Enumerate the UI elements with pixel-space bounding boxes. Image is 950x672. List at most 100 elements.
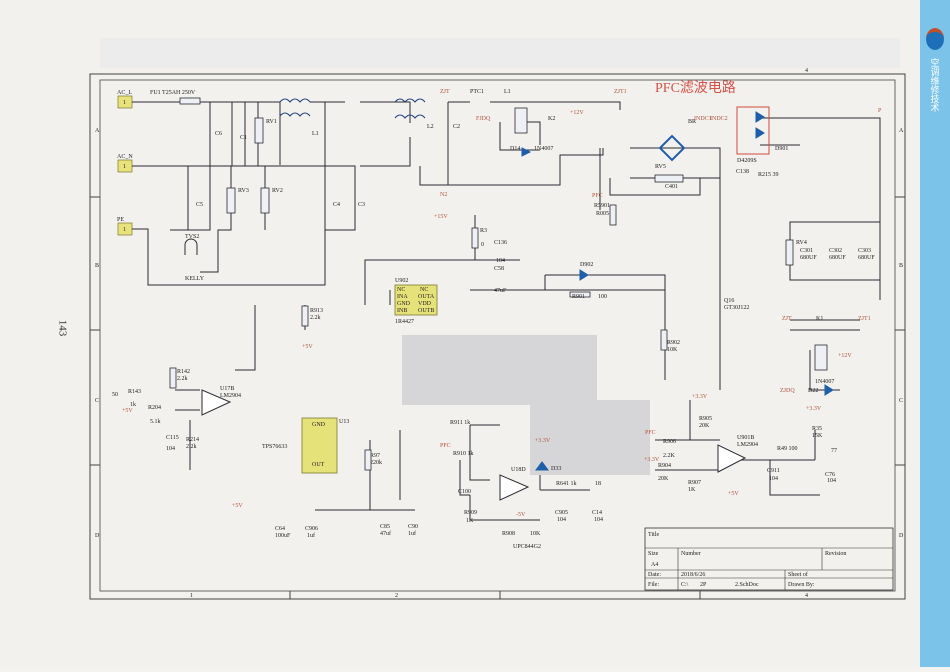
schematic-label: C64 — [275, 526, 285, 532]
schematic-label: 1 — [123, 227, 126, 233]
schematic-label: INA — [397, 294, 408, 300]
schematic-label: 50 — [112, 392, 118, 398]
schematic-label: 2P — [700, 582, 707, 588]
schematic-label: INDC2 — [710, 116, 728, 122]
schematic-label: C301 — [800, 248, 813, 254]
schematic-label: R910 1k — [453, 451, 474, 457]
schematic-label: 104 — [496, 258, 505, 264]
schematic-label: +5V — [302, 344, 313, 350]
grid-label: C — [95, 398, 99, 404]
schematic-label: R5901 — [594, 203, 610, 209]
schematic-label: Number — [681, 551, 701, 557]
schematic-label: R907 — [688, 480, 701, 486]
grid-label: D — [899, 533, 904, 539]
schematic-label: D4209S — [737, 158, 757, 164]
schematic-label: L1 — [312, 131, 319, 137]
schematic-label: 47uf — [380, 530, 391, 537]
schematic-label: 104 — [166, 446, 175, 452]
schematic-label: K1 — [816, 316, 823, 322]
schematic-label: UPC844G2 — [513, 544, 541, 550]
grid-label: C — [899, 398, 903, 404]
schematic-label: TVS2 — [185, 234, 199, 240]
schematic-label: R906 — [663, 439, 676, 445]
schematic-label: U901B — [737, 435, 754, 441]
schematic-label: C1 — [240, 135, 247, 141]
connector-ac-n: 1AC_N — [117, 154, 133, 173]
tvs-diode — [184, 238, 198, 255]
schematic-label: L2 — [427, 124, 434, 130]
resistor-r97 — [364, 449, 372, 471]
schematic-label: BR — [688, 119, 696, 125]
schematic-label: K2 — [548, 116, 555, 122]
schematic-label: PE — [117, 217, 124, 223]
schematic-label: 100uF — [275, 533, 291, 539]
schematic-label: R97 — [370, 453, 380, 459]
schematic-label: U18D — [511, 467, 526, 473]
schematic-label: Date: — [648, 572, 661, 578]
schematic-label: 220k — [370, 460, 382, 466]
schematic-label: C911 — [767, 468, 780, 474]
schematic-label: 104 — [827, 478, 836, 484]
schematic-label: 2.2k — [310, 315, 321, 321]
schematic-label: C906 — [305, 526, 318, 532]
schematic-label: C115 — [166, 435, 179, 441]
schematic-label: ZJT — [782, 316, 792, 322]
schematic-label: -5V — [516, 512, 526, 518]
grid-label: 1 — [190, 593, 193, 599]
schematic-label: +3.3V — [535, 438, 551, 444]
grid-label: 2 — [395, 593, 398, 599]
diode-d14 — [521, 147, 532, 157]
schematic-label: U902 — [395, 278, 408, 284]
schematic-label: R909 — [464, 510, 477, 516]
schematic-label: 5.1k — [150, 419, 161, 425]
schematic-label: FJDQ — [476, 116, 491, 122]
schematic-label: R3 — [480, 228, 487, 234]
schematic-label: RV1 — [266, 119, 277, 125]
schematic-label: INDC1 — [694, 116, 712, 122]
schematic-label: R005 — [596, 211, 609, 217]
schematic-label: 77 — [831, 448, 837, 454]
schematic-label: 680UF — [829, 255, 846, 261]
varistor-rv1 — [254, 117, 264, 144]
schematic-label: +3.3V — [692, 394, 708, 400]
resistor-r5901 — [609, 204, 617, 226]
schematic-label: D901 — [775, 146, 788, 152]
schematic-label: 2018/6/26 — [681, 572, 705, 578]
schematic-label: Title — [648, 532, 659, 538]
inductor-l2 — [394, 98, 426, 119]
grid-label: B — [899, 263, 903, 269]
schematic-label: OUTA — [418, 294, 435, 300]
schematic-label: 1uf — [408, 530, 416, 537]
resistor-r901 — [569, 291, 591, 298]
opamp-u17b — [201, 389, 232, 416]
schematic-label: P — [878, 108, 882, 114]
schematic-label: C58 — [494, 266, 504, 272]
schematic-label: 47uF — [494, 288, 507, 294]
schematic-label: +5V — [728, 491, 739, 497]
schematic-label: 1k — [130, 402, 136, 408]
schematic-label: OUTB — [418, 308, 434, 314]
relay-k1 — [814, 344, 828, 371]
diode-d33 — [535, 461, 549, 471]
schematic-label: +3.3V — [806, 406, 822, 412]
schematic-label: 2.2k — [186, 444, 197, 450]
schematic-label: C138 — [736, 169, 749, 175]
schematic-label: C5 — [196, 202, 203, 208]
schematic-label: 2.SchDoc — [735, 582, 759, 588]
varistor-rv2 — [260, 187, 270, 214]
opamp-u901b — [717, 444, 747, 473]
side-strip-text: 空调维修技术 — [929, 58, 940, 112]
schematic-label: C4 — [333, 202, 340, 208]
schematic-label: 104 — [769, 476, 778, 482]
schematic-label: 10K — [530, 531, 541, 537]
inductor-l1 — [279, 98, 311, 117]
relay-k2 — [514, 107, 528, 134]
schematic-label: 18 — [595, 481, 601, 487]
grid-label: A — [899, 128, 904, 134]
schematic-label: D902 — [580, 262, 593, 268]
sheet-border — [89, 73, 906, 600]
schematic-label: 0 — [481, 242, 484, 248]
